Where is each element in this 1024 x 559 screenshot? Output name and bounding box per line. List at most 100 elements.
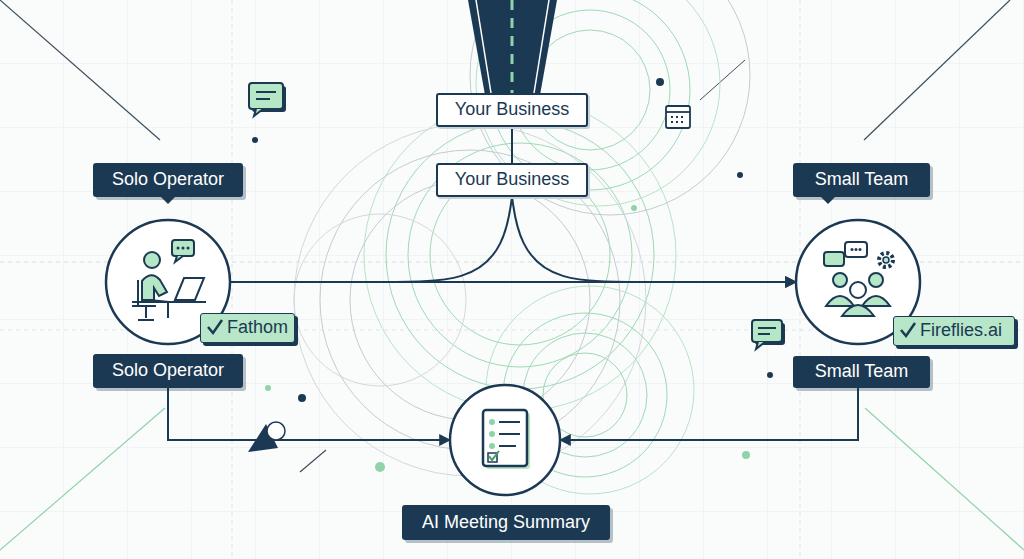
checkmark: [208, 320, 222, 333]
chat-tail: [175, 256, 183, 262]
flow-connector: [230, 281, 796, 283]
dot: [656, 78, 664, 86]
road: [468, 0, 557, 95]
ring: [350, 180, 590, 420]
tool-name: Fireflies.ai: [920, 321, 1002, 341]
text-line: [499, 421, 520, 423]
calendar-body: [666, 106, 690, 128]
head: [869, 273, 883, 287]
dot: [742, 451, 750, 459]
road-surface: [468, 0, 557, 95]
role-label: Small Team: [793, 356, 930, 388]
box-label: Your Business: [455, 100, 569, 120]
chat-dot: [851, 248, 854, 251]
head: [833, 273, 847, 287]
chat-shadow: [755, 323, 785, 345]
document: [483, 410, 527, 466]
gear-hub: [883, 257, 889, 263]
role-label: Solo Operator: [93, 163, 243, 197]
dashed-guide: [232, 0, 233, 559]
role-label: AI Meeting Summary: [402, 505, 610, 540]
chat-bubble: [249, 83, 283, 109]
corner-line: [865, 408, 1024, 550]
bullet: [489, 443, 495, 449]
chat-shadow: [252, 86, 286, 112]
dot: [298, 394, 306, 402]
text-line: [499, 433, 520, 435]
process-box: Your Business: [436, 93, 588, 127]
head: [850, 282, 866, 298]
circle-outline-frame: [447, 382, 563, 498]
chat-dot: [182, 247, 185, 250]
bullet: [489, 431, 495, 437]
desk: [132, 301, 206, 303]
flow-connector: [230, 197, 512, 282]
role-circle: Small TeamSmall Team: [793, 163, 930, 388]
process-box: Your Business: [436, 163, 588, 197]
calendar-icon: [666, 106, 690, 128]
corner-line: [0, 0, 160, 140]
torso: [142, 275, 167, 300]
checkmark: [901, 323, 915, 336]
tag-checks: [208, 320, 915, 336]
checkmark: [489, 451, 499, 460]
triangle-ornament: [248, 422, 285, 452]
dot: [767, 372, 773, 378]
leg: [150, 300, 168, 318]
ring: [364, 99, 676, 411]
chat-tail: [254, 109, 263, 116]
chat-bubble: [752, 320, 782, 342]
calendar-days: [671, 117, 683, 122]
chat-bubble: [845, 242, 867, 257]
tool-tag: Fireflies.ai: [893, 316, 1015, 346]
text-line: [499, 445, 516, 447]
corner-line: [864, 0, 1010, 140]
flow-connector: [512, 197, 796, 282]
document-shadow: [486, 413, 530, 469]
triangle: [248, 424, 278, 452]
head: [144, 252, 160, 268]
flow-connector: [560, 388, 858, 440]
dot: [375, 462, 385, 472]
ring: [294, 214, 466, 386]
accent-line: [300, 450, 326, 472]
dot: [252, 137, 258, 143]
flow-connector: [511, 127, 513, 163]
dot: [737, 172, 743, 178]
corner-line: [0, 408, 165, 550]
document-icon: [483, 410, 530, 469]
road-centerline: [511, 0, 514, 93]
circle-outline: [450, 385, 560, 495]
text-line: [758, 327, 776, 329]
road-edge: [476, 0, 491, 93]
box-label: Your Business: [455, 170, 569, 190]
laptop: [175, 278, 204, 300]
chair: [132, 280, 156, 320]
role-circle: Solo OperatorSolo Operator: [93, 163, 243, 388]
body: [842, 305, 874, 316]
body: [826, 296, 854, 306]
body: [862, 296, 890, 306]
role-label: Small Team: [793, 163, 930, 197]
calendar-bar: [666, 111, 690, 113]
tool-name: Fathom: [227, 318, 288, 338]
chat-tail: [756, 342, 765, 349]
chat-bubble: [824, 252, 844, 266]
road-edge: [534, 0, 549, 93]
text-line: [256, 91, 276, 93]
chat-dot: [855, 248, 858, 251]
ring-ornament: [267, 422, 285, 440]
dot: [631, 205, 637, 211]
chat-dot: [187, 247, 190, 250]
gear: [879, 253, 893, 267]
text-line: [758, 333, 770, 335]
chat-dot: [177, 247, 180, 250]
accent-line: [700, 60, 745, 100]
chat-icon: [249, 83, 286, 116]
text-line: [256, 98, 270, 100]
checkbox: [488, 453, 497, 462]
person-laptop-icon: [132, 240, 206, 320]
